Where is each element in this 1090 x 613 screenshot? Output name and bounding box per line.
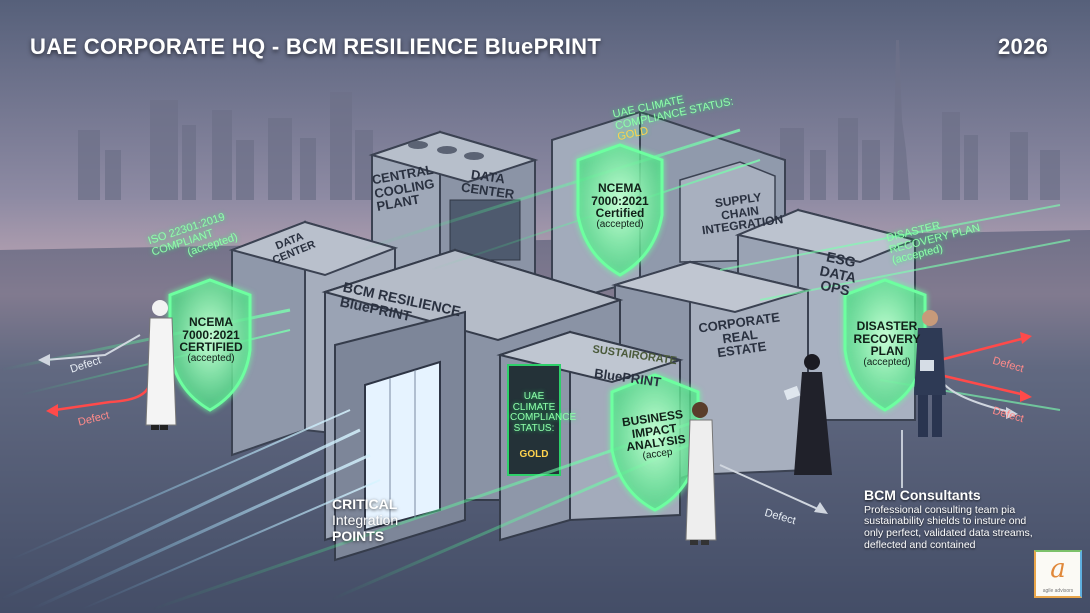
shield-center-text: BUSINESS IMPACT ANALYSIS (accep [615, 407, 695, 465]
shield-top-line3: Certified [595, 206, 645, 221]
consultants-title: BCM Consultants [864, 487, 981, 503]
page-title: UAE CORPORATE HQ - BCM RESILIENCE BluePR… [30, 34, 602, 59]
year-label: 2026 [998, 34, 1049, 59]
shield-ncema-top [576, 143, 664, 277]
shield-left-line2: 7000:2021 [182, 327, 240, 342]
person-man-suit [914, 310, 946, 437]
person-woman-abaya [783, 354, 832, 475]
critical-integration-label: CRITICAL Integration POINTS [332, 496, 398, 544]
shield-top-line1: NCEMA [598, 181, 642, 195]
person-center-emirati [685, 402, 717, 545]
shield-right-line1: DISASTER [856, 319, 918, 333]
screen-compliance-gold: GOLD [519, 449, 549, 460]
defect-arrow-left-upper [38, 334, 141, 366]
compliance-screen [507, 364, 561, 476]
critical-line2: Integration [332, 512, 399, 529]
defect-arrow-bottom [719, 464, 828, 514]
screen-compliance-status: UAE CLIMATE COMPLIANCE STATUS: [510, 391, 577, 434]
shield-top-line2: 7000:2021 [591, 193, 649, 208]
shield-right-line2: RECOVERY [853, 331, 921, 346]
critical-line1: CRITICAL [332, 496, 398, 512]
agile-advisors-logo: a agile advisors [1034, 550, 1082, 598]
shield-right-text: DISASTER RECOVERY PLAN (accepted) [852, 320, 922, 368]
shield-left-line3: CERTIFIED [179, 340, 243, 355]
logo-letter: a [1050, 554, 1066, 584]
critical-line3: POINTS [332, 528, 385, 545]
consultants-description: Professional consulting team pia sustain… [864, 503, 1033, 551]
shield-right-line3: PLAN [870, 344, 904, 359]
shield-left-text: NCEMA 7000:2021 CERTIFIED (accepted) [176, 316, 246, 364]
logo-caption: agile advisors [1042, 588, 1074, 594]
shield-top-accepted: (accepted) [596, 218, 644, 230]
shield-top-text: NCEMA 7000:2021 Certified (accepted) [584, 182, 656, 230]
shield-left-accepted: (accepted) [187, 352, 235, 364]
shield-left-line1: NCEMA [189, 315, 233, 329]
person-left-emirati [145, 300, 177, 430]
defect-arrow-right-upper [939, 332, 1032, 402]
shield-right-accepted: (accepted) [863, 356, 911, 368]
defect-arrow-right-lower [944, 384, 1018, 419]
consultants-caption: BCM Consultants Professional consulting … [864, 488, 1044, 552]
